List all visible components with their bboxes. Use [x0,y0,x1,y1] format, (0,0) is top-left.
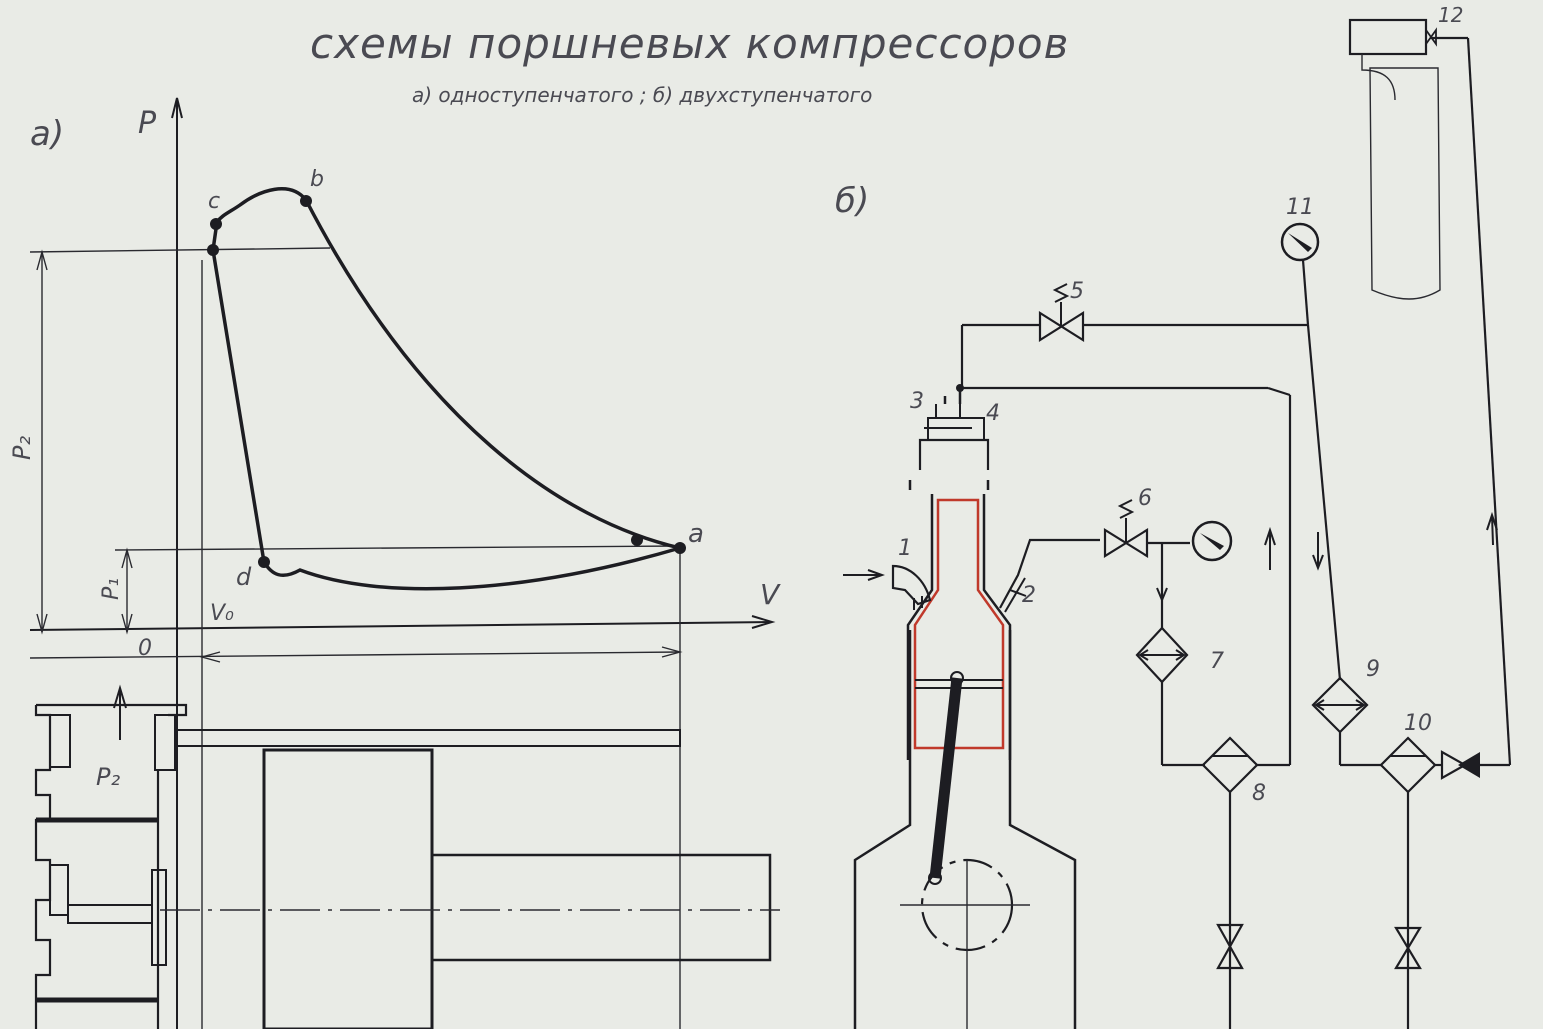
suction-curve [262,546,681,591]
v-axis-label: V [760,578,781,611]
item-11-label: 11 [1286,195,1314,220]
v0-label: V₀ [210,601,234,626]
p-axis-arrow [171,97,183,119]
pv-diagram: а) P V 0 V₀ P₂ P₁ [8,97,781,1029]
p1-label: P₁ [99,578,124,600]
p2-label: P₂ [8,436,36,460]
point-a-marker [674,542,686,554]
discharge-curve [215,187,308,224]
item-4-label: 4 [986,401,1000,426]
two-stage-scheme: б) 3 4 1 2 [835,3,1512,1029]
compression-curve [304,199,681,550]
title: схемы поршневых компрессоров [310,19,1069,68]
connecting-rod [929,677,963,879]
point-b-marker [300,195,312,207]
point-c2-marker [207,244,219,256]
point-a2-marker [631,534,643,546]
subtitle: а) одноступенчатого ; б) двухступенчатог… [412,83,872,107]
item-10-label: 10 [1404,711,1432,736]
point-d-marker [258,556,270,568]
drain-valve-8-icon [1216,923,1244,970]
item-3-label: 3 [910,389,924,414]
v-axis-arrow [751,615,776,629]
p2-cylinder-label: P₂ [96,763,120,791]
item-1-label: 1 [898,536,912,561]
point-a-label: a [688,519,704,549]
check-valve-icon [1440,750,1468,780]
origin-label: 0 [138,636,152,661]
single-stage-cylinder: P₂ [34,684,780,1029]
gauge-11-icon [1280,222,1320,262]
point-d-label: d [236,563,252,591]
drain-valve-10-icon [1394,926,1422,970]
part-a-label: а) [30,114,64,154]
part-b-label: б) [835,181,869,221]
receiver-bottle [1361,54,1396,101]
point-c-label: c [208,189,220,214]
valve-5-icon [1038,311,1085,342]
item-12-label: 12 [1438,3,1463,27]
item-9-label: 9 [1366,657,1380,682]
point-b-label: b [310,167,324,192]
gauge-after-6-icon [1191,520,1233,562]
item-8-label: 8 [1252,781,1266,806]
valve-6-icon [1103,528,1149,558]
item-5-label: 5 [1070,279,1084,304]
item-6-label: 6 [1138,486,1152,511]
cylinder-liner [913,498,1005,750]
item-7-label: 7 [1210,649,1224,674]
valve-12-icon [1425,27,1437,47]
p-axis-label: P [138,106,157,141]
piston-rod [430,853,772,962]
point-c-marker [210,218,222,230]
item-2-label: 2 [1022,583,1036,608]
